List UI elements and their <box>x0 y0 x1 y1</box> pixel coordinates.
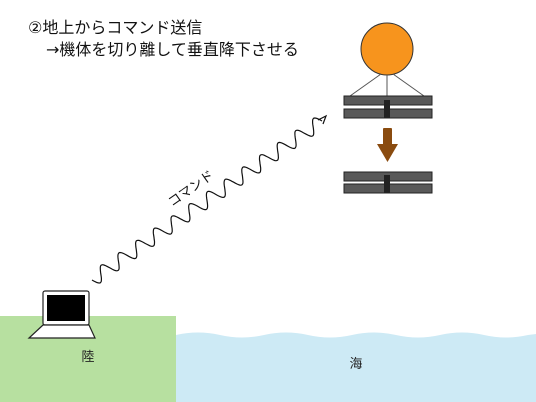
balloon-icon <box>360 22 414 76</box>
title-line-1: ②地上からコマンド送信 <box>28 18 203 37</box>
detached-connector <box>384 175 390 193</box>
sea-label: 海 <box>349 357 362 372</box>
balloon-with-payload <box>343 22 433 119</box>
detached-payload <box>343 171 433 194</box>
laptop-icon <box>27 290 96 339</box>
sea-area <box>176 332 536 402</box>
descent-arrow-icon <box>377 128 398 162</box>
signal-wave <box>91 117 323 284</box>
title-line-2: →機体を切り離して垂直降下させる <box>46 40 299 59</box>
signal-arrowhead <box>317 114 328 125</box>
land-label: 陸 <box>81 349 94 365</box>
payload-connector <box>384 100 390 118</box>
